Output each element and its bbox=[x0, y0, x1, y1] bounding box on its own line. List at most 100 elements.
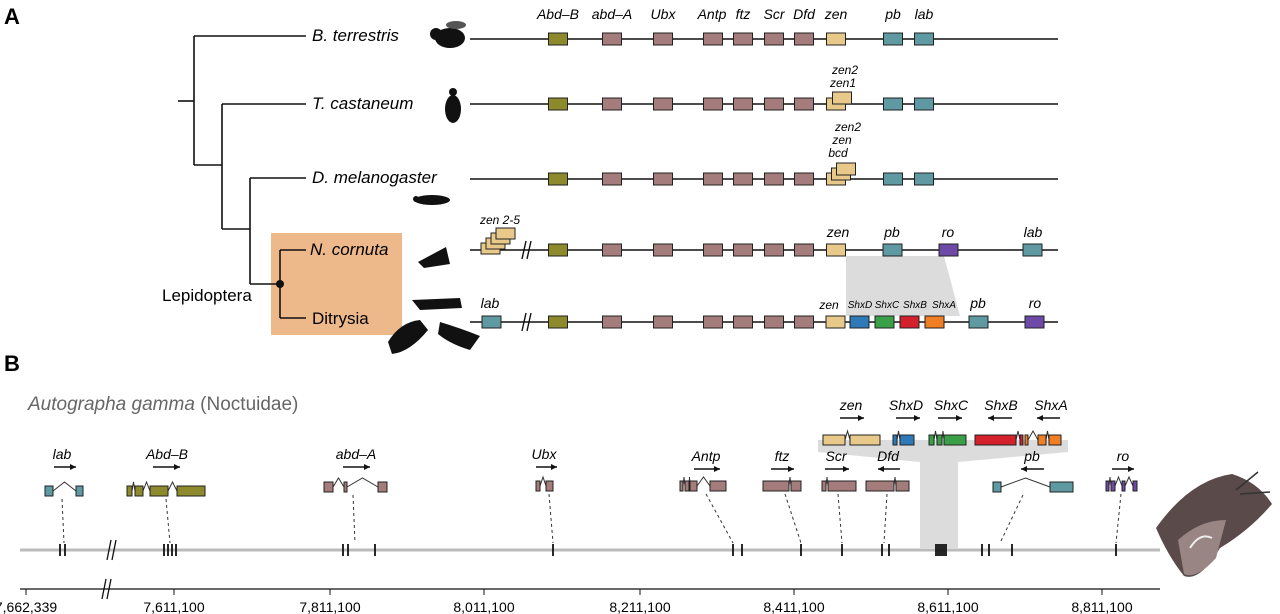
nc-scr-box bbox=[764, 243, 784, 257]
dit-ftz-box bbox=[733, 315, 753, 329]
chromosome-break bbox=[106, 539, 112, 561]
exon-scr bbox=[821, 480, 827, 492]
dm-dfd-box bbox=[794, 172, 814, 186]
species-ditrysia: Ditrysia bbox=[312, 309, 369, 328]
nc-break-mark bbox=[526, 240, 532, 260]
label-dm-zen2: zen2 bbox=[834, 120, 861, 134]
bt-antp-box bbox=[703, 32, 723, 46]
gene-label-pb: pb bbox=[1023, 448, 1040, 464]
label-dit-shxb: ShxB bbox=[903, 300, 927, 311]
dit-abdb-box bbox=[548, 315, 568, 329]
nc-ubx-box bbox=[653, 243, 673, 257]
locus-connector-ubx bbox=[548, 493, 554, 544]
exon-shxb bbox=[974, 434, 1017, 446]
intron-shxa bbox=[1027, 429, 1039, 441]
gene-label-ftz: ftz bbox=[775, 448, 790, 464]
label-tc-zen2: zen2 bbox=[831, 63, 858, 77]
bt-zen-box bbox=[826, 32, 846, 46]
exon-shxc bbox=[928, 434, 935, 446]
intron-abda bbox=[332, 477, 345, 488]
dit-pb-box bbox=[968, 315, 989, 329]
exon-pb bbox=[1049, 481, 1074, 493]
intron-abda bbox=[346, 477, 379, 488]
gene-label-abdb: Abd–B bbox=[536, 6, 579, 22]
locus-connector-ro bbox=[1115, 493, 1122, 544]
dit-dfd-box bbox=[794, 315, 814, 329]
bt-lab-box bbox=[914, 32, 934, 46]
strand-arrowhead-shxb bbox=[988, 415, 994, 421]
fruitfly-icon bbox=[413, 195, 450, 205]
intron-ubx bbox=[539, 475, 547, 487]
bt-abda-box bbox=[602, 32, 622, 46]
gene-label-ubx: Ubx bbox=[532, 446, 558, 462]
label-dit-shxd: ShxD bbox=[848, 300, 872, 311]
ditrysia-moths-icon bbox=[388, 298, 480, 354]
exon-dfd bbox=[895, 480, 910, 492]
gene-model-lab: lab bbox=[44, 446, 84, 544]
nc-dfd-box bbox=[794, 243, 814, 257]
dit-shxc-box bbox=[874, 315, 895, 329]
exon-abdb bbox=[149, 485, 169, 497]
dit-shxd-box bbox=[849, 315, 870, 329]
gene-label-shxb: ShxB bbox=[984, 397, 1017, 413]
strand-arrowhead-shxc bbox=[956, 415, 962, 421]
nc-lab-box bbox=[1022, 243, 1043, 257]
exon-ftz bbox=[762, 480, 790, 492]
dit-shxb-box bbox=[899, 315, 920, 329]
dit-antp-box bbox=[703, 315, 723, 329]
exon-shxa bbox=[1037, 434, 1047, 446]
exon-abdb bbox=[126, 485, 133, 497]
intron-lab bbox=[52, 481, 77, 492]
chromosome-break bbox=[111, 539, 117, 561]
exon-lab bbox=[44, 485, 54, 497]
nc-zen2-5-box-4 bbox=[495, 227, 516, 240]
bt-abdb-box bbox=[548, 32, 568, 46]
locus-connector-scr bbox=[837, 493, 843, 544]
axis-tick-label: 8,211,100 bbox=[609, 599, 670, 614]
exon-dfd bbox=[865, 480, 895, 492]
gene-label-lab: lab bbox=[53, 446, 72, 462]
gene-model-scr: Scr bbox=[821, 448, 857, 544]
gene-label-zen: zen bbox=[824, 6, 848, 22]
gene-model-abda: abd–A bbox=[323, 446, 388, 544]
dit-ro-box bbox=[1024, 315, 1045, 329]
locus-connector-antp bbox=[705, 493, 734, 544]
exon-abda bbox=[377, 481, 388, 493]
dit-lab-box bbox=[481, 315, 502, 329]
gene-model-shxc: ShxC bbox=[928, 397, 969, 446]
dit-abda-box bbox=[602, 315, 622, 329]
exon-antp bbox=[689, 480, 698, 492]
axis-tick-label: 8,611,100 bbox=[917, 599, 978, 614]
clade-label-lepidoptera: Lepidoptera bbox=[162, 286, 252, 305]
tc-pb-box bbox=[883, 97, 903, 111]
dm-antp-box bbox=[703, 172, 723, 186]
strand-arrowhead-ftz bbox=[788, 466, 794, 472]
axis-break bbox=[106, 578, 112, 600]
species-b-terrestris: B. terrestris bbox=[312, 26, 399, 45]
panel-a-label: A bbox=[4, 4, 20, 29]
strand-arrowhead-abda bbox=[364, 464, 370, 470]
exon-ro bbox=[1132, 480, 1138, 492]
intron-antp bbox=[696, 476, 711, 487]
exon-antp bbox=[679, 480, 684, 492]
axis-tick-label: 7,662,339 bbox=[0, 599, 57, 614]
label-dit-ro: ro bbox=[1029, 295, 1042, 311]
bt-pb-box bbox=[883, 32, 903, 46]
label-dit-pb: pb bbox=[969, 295, 986, 311]
locus-connector-ftz bbox=[784, 493, 802, 544]
lepidoptera-node bbox=[276, 280, 284, 288]
label-nc-lab: lab bbox=[1024, 224, 1043, 240]
strand-arrowhead-ro bbox=[1128, 466, 1134, 472]
nc-ftz-box bbox=[733, 243, 753, 257]
organism-species: Autographa gamma bbox=[27, 394, 195, 415]
exon-ro bbox=[1105, 480, 1110, 492]
gene-label-shxd: ShxD bbox=[889, 397, 923, 413]
species-t-castaneum: T. castaneum bbox=[312, 94, 413, 113]
intron-abdb bbox=[167, 480, 178, 492]
bumblebee-icon bbox=[430, 21, 466, 48]
bt-ubx-box bbox=[653, 32, 673, 46]
intron-ro bbox=[1114, 475, 1123, 487]
gene-label-scr: Scr bbox=[826, 448, 848, 464]
gene-label-ftz: ftz bbox=[736, 6, 751, 22]
